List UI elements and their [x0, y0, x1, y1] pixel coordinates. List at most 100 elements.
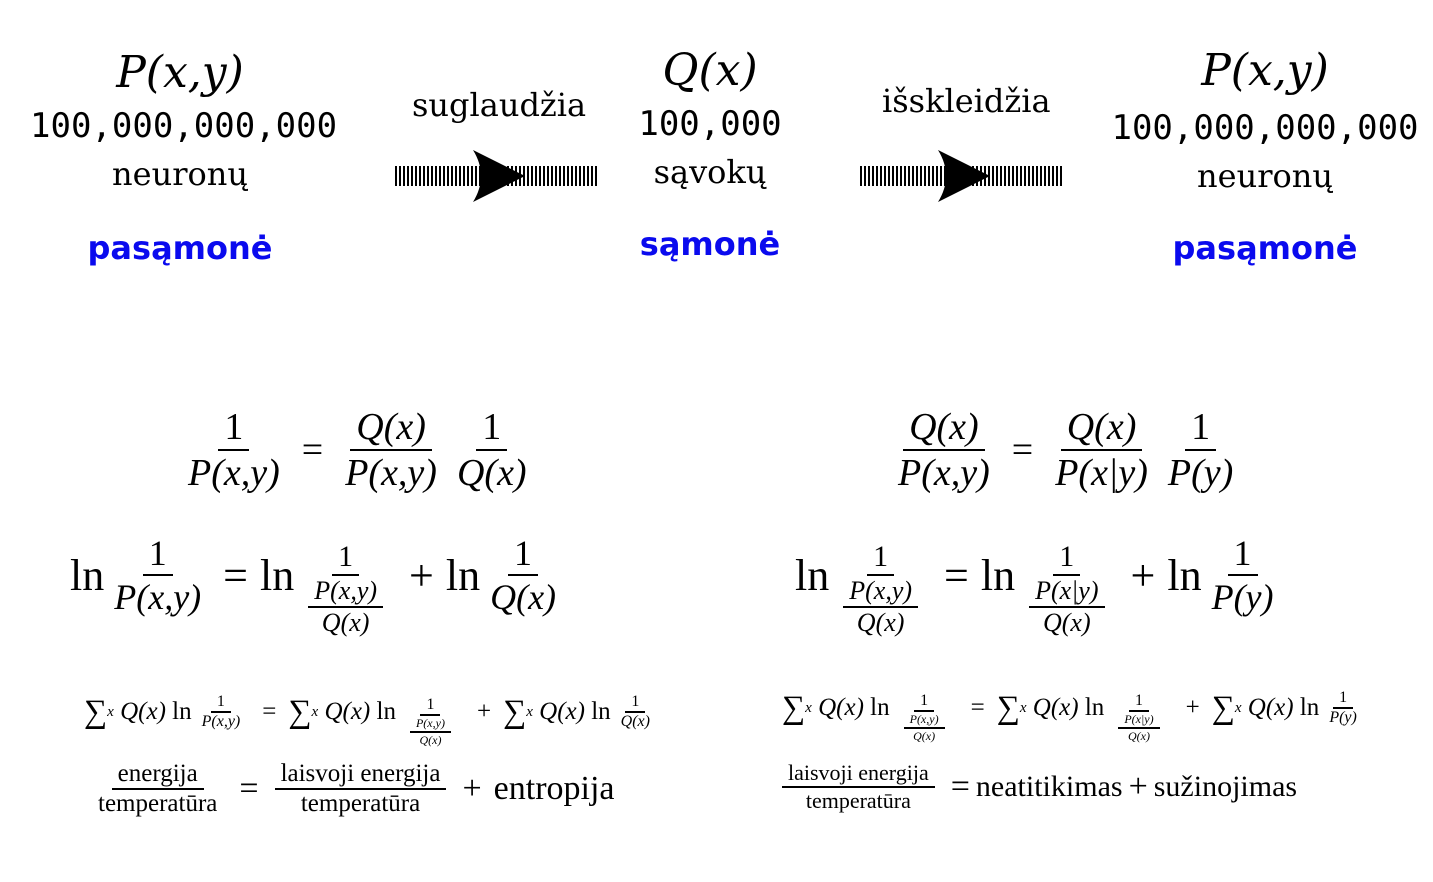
num: 1 [508, 532, 539, 576]
equals: = [950, 768, 970, 805]
sum: ∑ [996, 689, 1020, 726]
equals: = [944, 550, 969, 600]
right-block: P(x,y) 100,000,000,000 neuronų pasąmonė [1110, 46, 1420, 268]
q: Q(x) [818, 694, 864, 721]
middle-formula: Q(x) [662, 45, 758, 96]
sum: ∑ [288, 693, 312, 730]
num: 1 [914, 692, 935, 712]
sub: x [107, 703, 114, 720]
plus: + [409, 550, 434, 600]
expand-label: išskleidžia [882, 82, 1051, 120]
den: Q(x) [490, 577, 557, 617]
plus: + [1185, 694, 1200, 721]
ln: ln [260, 550, 295, 600]
ln: ln [1167, 550, 1202, 600]
num: P(x,y) [843, 576, 919, 608]
num: 1 [332, 540, 360, 576]
den: P(x,y) [345, 452, 437, 494]
den: P(x,y) [201, 713, 241, 730]
left-formula: P(x,y) [116, 47, 244, 98]
num: laisvoji energija [782, 760, 935, 788]
num: 1 [1227, 532, 1258, 576]
num: 1 [1128, 692, 1149, 712]
sub: x [1019, 699, 1027, 716]
den: Q(x) [856, 608, 905, 637]
ln: ln [70, 550, 105, 600]
right-count: 100,000,000,000 [1111, 108, 1419, 148]
num: P(x|y) [1118, 712, 1160, 729]
sub: x [1234, 699, 1242, 716]
left-count: 100,000,000,000 [30, 106, 338, 146]
den: temperatūra [98, 790, 218, 817]
equals: = [223, 550, 248, 600]
num: 1 [476, 405, 508, 451]
middle-unit: sąvokų [653, 153, 767, 191]
den: P(y) [1211, 577, 1274, 617]
num: Q(x) [903, 405, 985, 451]
sub: x [311, 703, 319, 720]
ln: ln [980, 550, 1016, 600]
num: 1 [142, 532, 173, 576]
den: P(y) [1167, 452, 1234, 494]
q: Q(x) [120, 698, 166, 725]
ln: ln [1084, 694, 1105, 721]
den: temperatūra [300, 790, 421, 817]
q: Q(x) [1247, 694, 1294, 721]
den: temperatūra [805, 788, 911, 813]
equals: = [262, 698, 277, 725]
plus: + [462, 770, 482, 807]
sum: ∑ [503, 693, 527, 730]
plus: + [1130, 550, 1156, 600]
middle-label: sąmonė [639, 225, 781, 263]
equals: = [301, 429, 324, 471]
q: Q(x) [539, 698, 585, 725]
sum: ∑ [782, 689, 806, 726]
num: laisvoji energija [274, 760, 447, 790]
den: P(x|y) [1055, 452, 1148, 494]
den: P(x,y) [188, 452, 280, 494]
num: P(x,y) [409, 716, 451, 733]
sum: ∑ [1211, 689, 1235, 726]
plus: + [1128, 768, 1148, 805]
num: 1 [625, 693, 646, 713]
num: 1 [1053, 540, 1081, 576]
num: 1 [218, 405, 250, 451]
den: Q(x) [419, 733, 442, 747]
left-block: P(x,y) 100,000,000,000 neuronų pasąmonė [30, 47, 338, 268]
num: 1 [867, 540, 895, 576]
ln: ln [376, 698, 396, 725]
num: 1 [210, 693, 231, 713]
den: P(x,y) [114, 577, 202, 617]
sub: x [526, 703, 533, 720]
num: 1 [1185, 405, 1217, 451]
equals: = [970, 694, 985, 721]
num: P(x,y) [308, 576, 384, 608]
learning: sužinojimas [1153, 770, 1298, 803]
den: Q(x) [321, 608, 370, 637]
num: 1 [420, 696, 441, 716]
num: 1 [1333, 689, 1354, 709]
num: energija [111, 760, 204, 790]
den: Q(x) [913, 729, 936, 743]
equals: = [239, 770, 259, 807]
left-unit: neuronų [112, 155, 248, 193]
q: Q(x) [1032, 694, 1079, 721]
expand-arrow-icon [860, 148, 1064, 204]
middle-count: 100,000 [638, 104, 782, 144]
ln: ln [445, 550, 481, 600]
sub: x [805, 699, 812, 716]
ln: ln [870, 694, 890, 721]
num: Q(x) [350, 405, 432, 451]
den: Q(x) [1042, 608, 1091, 637]
ln: ln [1299, 694, 1320, 721]
right-label: pasąmonė [1172, 229, 1358, 267]
entropy: entropija [493, 770, 615, 807]
compress-arrow-icon [395, 148, 599, 204]
den: Q(x) [1127, 729, 1150, 743]
ln: ln [172, 698, 192, 725]
ln: ln [591, 698, 611, 725]
